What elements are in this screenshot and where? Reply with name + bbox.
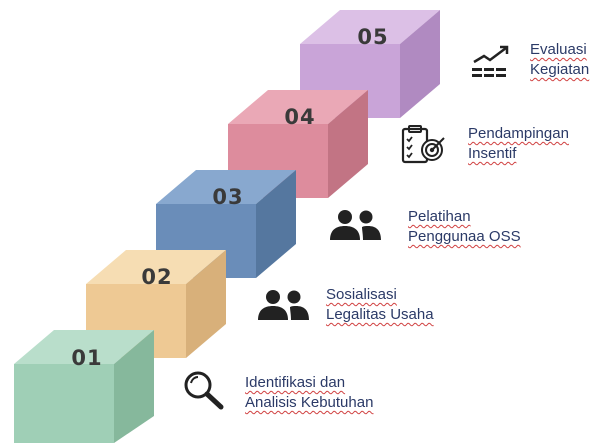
- step-5-number: 05: [357, 25, 388, 49]
- step-3-label: Pelatihan Penggunaa OSS: [408, 207, 521, 247]
- clipboard-target-icon: [401, 125, 445, 164]
- step-4-top: [228, 90, 368, 124]
- step-4-label-line2: Insentif: [468, 145, 517, 162]
- step-4-side: [328, 90, 368, 198]
- step-5-label: Evaluasi Kegiatan: [530, 40, 589, 80]
- magnifier-icon: [184, 371, 224, 410]
- step-5-top: [300, 10, 440, 44]
- step-5-label-line2: Kegiatan: [530, 61, 590, 78]
- step-1-label: Identifikasi dan Analisis Kebutuhan: [245, 373, 373, 413]
- step-1-number: 01: [71, 346, 102, 370]
- step-2-label-line1: Sosialisasi: [326, 286, 397, 303]
- step-3-label-line2: Penggunaa OSS: [408, 228, 521, 245]
- growth-chart-icon: [472, 45, 509, 77]
- step-2-side: [186, 250, 226, 358]
- step-5-side: [400, 10, 440, 118]
- step-4-number: 04: [284, 105, 315, 129]
- step-5: 05: [300, 10, 440, 118]
- step-2-label: Sosialisasi Legalitas Usaha: [326, 285, 434, 325]
- step-1: 01: [14, 330, 154, 443]
- step-4: 04: [228, 90, 368, 198]
- step-3-side: [256, 170, 296, 278]
- step-1-label-line1: Identifikasi dan: [245, 374, 346, 391]
- users-icon: [330, 210, 381, 240]
- step-2-number: 02: [141, 265, 172, 289]
- step-4-label: Pendampingan Insentif: [468, 124, 569, 164]
- step-2-top: [86, 250, 226, 284]
- step-1-front: [14, 364, 114, 443]
- users-icon: [258, 290, 309, 320]
- step-1-top: [14, 330, 154, 364]
- step-3-top: [156, 170, 296, 204]
- step-1-label-line2: Analisis Kebutuhan: [245, 394, 374, 411]
- step-3-label-line1: Pelatihan: [408, 208, 471, 225]
- step-2-label-line2: Legalitas Usaha: [326, 306, 434, 323]
- step-5-label-line1: Evaluasi: [530, 41, 587, 58]
- step-1-side: [114, 330, 154, 443]
- step-3-number: 03: [212, 185, 243, 209]
- step-4-label-line1: Pendampingan: [468, 125, 569, 142]
